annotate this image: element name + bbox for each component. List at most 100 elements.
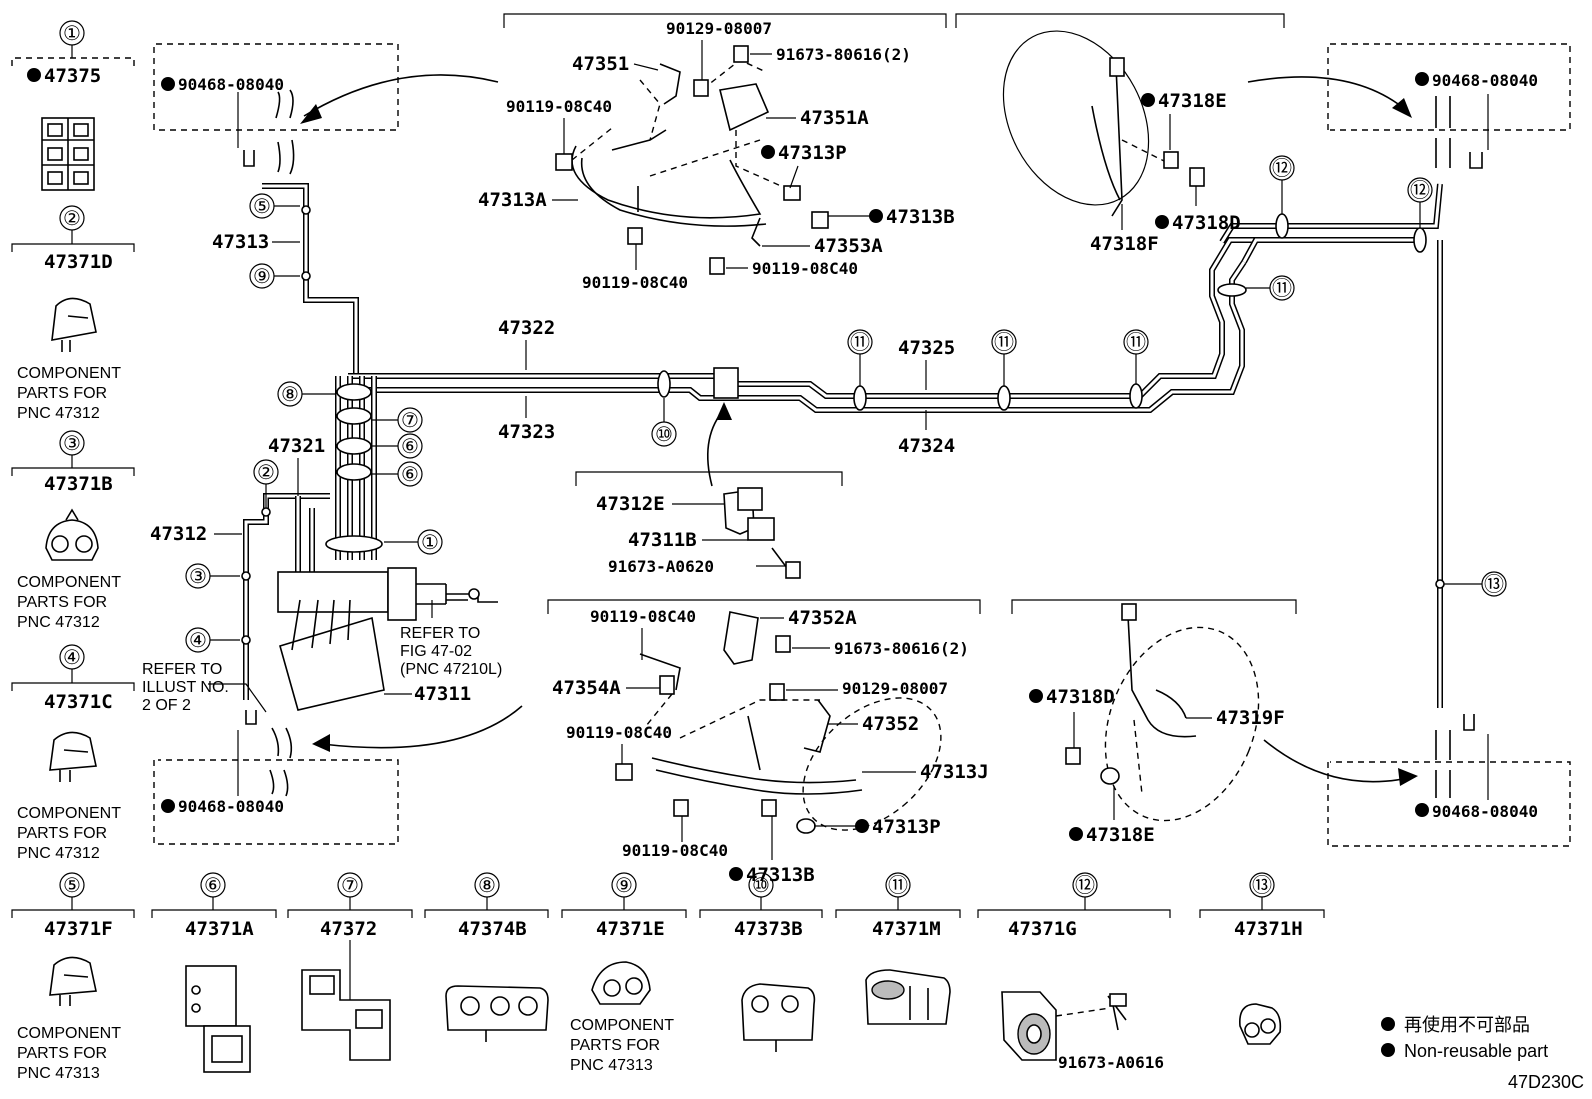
svg-text:⑥: ⑥	[401, 462, 419, 486]
clip-icon	[865, 969, 951, 1025]
svg-text:①: ①	[421, 530, 439, 554]
refer-illust-line3: 2 OF 2	[142, 697, 191, 714]
legend-pn: 47371D	[44, 251, 113, 273]
non-reusable-legend: 再使用不可部品 Non-reusable part 47D230C	[1381, 1015, 1584, 1092]
legend-num: ⑤	[63, 873, 81, 897]
legend-num: ②	[63, 206, 81, 230]
front-right-hose-group[interactable]: 90129-08007 91673-80616(2) 47351 90119-0…	[478, 13, 1285, 292]
legend-item-2[interactable]: ② 47371D COMPONENT PARTS FOR PNC 47312	[11, 205, 135, 422]
legend-item-3[interactable]: ③ 47371B COMPONENT PARTS FOR PNC 47312	[11, 430, 135, 631]
main-tubes	[243, 183, 1443, 708]
svg-text:⑪: ⑪	[850, 330, 870, 354]
refer-illust-line2: ILLUST NO.	[142, 679, 229, 696]
clip-icon	[1239, 1003, 1282, 1045]
detail-box-bottom-left[interactable]: 90468-08040	[153, 710, 399, 845]
label-90119-08C40: 90119-08C40	[590, 607, 696, 626]
refer-fig-line2: FIG 47-02	[400, 643, 472, 660]
legend-note-line2: PARTS FOR	[17, 594, 107, 611]
clip-item-12[interactable]: ⑫ 47371G 91673-A0616	[977, 872, 1171, 1072]
clip-icon	[301, 940, 391, 1061]
diagram-code: 47D230C	[1508, 1072, 1584, 1092]
svg-text:⑩: ⑩	[655, 422, 673, 446]
clip-pn: 47373B	[734, 918, 803, 940]
label-47318D: 47318D	[1046, 686, 1115, 708]
legend-note-line3: PNC 47312	[17, 614, 100, 631]
clip-item-7[interactable]: ⑦ 47372	[287, 872, 413, 1061]
rear-left-hose-group[interactable]: 47318D 47318E 47319F	[1011, 599, 1297, 846]
svg-text:⑬: ⑬	[1484, 572, 1504, 596]
legend-num: ①	[63, 21, 81, 45]
label-47323: 47323	[498, 421, 555, 443]
legend-note-line1: COMPONENT	[17, 574, 121, 591]
svg-text:⑨: ⑨	[253, 264, 271, 288]
clip-icon	[445, 985, 549, 1042]
clip-icon	[1001, 991, 1127, 1061]
bracket-group-47312E[interactable]: 47312E 47311B 91673-A0620	[575, 471, 843, 579]
label-47351: 47351	[572, 53, 629, 75]
rear-right-hose-group[interactable]: 47318E 47318D 47318F	[975, 6, 1241, 255]
arrows	[300, 74, 1418, 786]
clip-num: ⑧	[478, 873, 496, 897]
label-47325: 47325	[898, 337, 955, 359]
clip-item-8[interactable]: ⑧ 47374B	[424, 872, 549, 1042]
label-47324: 47324	[898, 435, 955, 457]
clip-item-10[interactable]: ⑩ 47373B	[699, 872, 823, 1052]
clip-num: ⑥	[204, 873, 222, 897]
label-47353A: 47353A	[814, 235, 883, 257]
svg-text:⑥: ⑥	[401, 434, 419, 458]
svg-text:③: ③	[189, 564, 207, 588]
label-47311B: 47311B	[628, 529, 697, 551]
detail-box-top-left[interactable]: 90468-08040	[153, 43, 399, 175]
clip-item-9[interactable]: ⑨ 47371E COMPONENT PARTS FOR PNC 47313	[561, 872, 687, 1074]
clip-icon	[45, 508, 99, 561]
tube-callouts: ⑤ ⑨ ⑧ ⑦ ⑥ ⑥ ① ② ③ ④ ⑩ ⑪ ⑪ ⑪ ⑪ ⑫ ⑫ ⑬	[185, 155, 1507, 653]
legend-item-1[interactable]: ① 47375	[11, 20, 135, 191]
label-47312: 47312	[150, 523, 207, 545]
label-90119-08C40-b: 90119-08C40	[582, 273, 688, 292]
svg-text:②: ②	[257, 460, 275, 484]
svg-text:⑫: ⑫	[1410, 178, 1430, 202]
label-90129-08007: 90129-08007	[666, 19, 772, 38]
label-47318E: 47318E	[1158, 90, 1227, 112]
actuator-47311[interactable]	[277, 567, 498, 711]
detail-box-bottom-right[interactable]: 90468-08040	[1327, 714, 1571, 847]
refer-fig-line1: REFER TO	[400, 625, 480, 642]
label-47313B: 47313B	[746, 864, 815, 886]
clip-item-13[interactable]: ⑬ 47371H	[1199, 872, 1325, 1045]
label-90119-08C40: 90119-08C40	[506, 97, 612, 116]
clip-pn: 47371A	[185, 918, 254, 940]
hose-label: 90468-08040	[178, 75, 284, 94]
label-47318E: 47318E	[1086, 824, 1155, 846]
clip-icon	[41, 117, 95, 191]
clip-item-6[interactable]: ⑥ 47371A	[151, 872, 277, 1073]
front-left-hose-group[interactable]: 90119-08C40 47352A 91673-80616(2) 47354A…	[547, 599, 989, 886]
label-47322: 47322	[498, 317, 555, 339]
clip-pn: 47371E	[596, 918, 665, 940]
clip-icon	[185, 965, 251, 1073]
legend-note-line1: COMPONENT	[17, 1025, 121, 1042]
label-47318D: 47318D	[1172, 212, 1241, 234]
non-reusable-dot	[27, 68, 41, 82]
refer-illust-line1: REFER TO	[142, 661, 222, 678]
legend-pn: 47371F	[44, 918, 113, 940]
legend-pn: 47371C	[44, 691, 113, 713]
clip-pn: 47371H	[1234, 918, 1303, 940]
legend-item-4[interactable]: ④ 47371C COMPONENT PARTS FOR PNC 47312	[11, 644, 135, 862]
svg-text:⑪: ⑪	[1126, 330, 1146, 354]
label-47313B: 47313B	[886, 206, 955, 228]
clip-icon	[51, 297, 97, 352]
label-47352A: 47352A	[788, 607, 857, 629]
legend-note-line1: COMPONENT	[17, 365, 121, 382]
legend-item-5[interactable]: ⑤ 47371F COMPONENT PARTS FOR PNC 47313	[11, 872, 135, 1082]
clip-pn: 47371G	[1008, 918, 1077, 940]
clip-num: ⑬	[1252, 873, 1272, 897]
label-91673-80616: 91673-80616(2)	[834, 639, 969, 658]
label-47321: 47321	[268, 435, 325, 457]
detail-box-top-right[interactable]: 90468-08040	[1327, 43, 1571, 169]
clip-item-11[interactable]: ⑪ 47371M	[835, 872, 961, 1025]
label-90119-08C40-b: 90119-08C40	[566, 723, 672, 742]
clip-num: ⑦	[341, 873, 359, 897]
label-91673-A0620: 91673-A0620	[608, 557, 714, 576]
clip-icon	[49, 956, 97, 1006]
legend-note-line3: PNC 47312	[17, 845, 100, 862]
